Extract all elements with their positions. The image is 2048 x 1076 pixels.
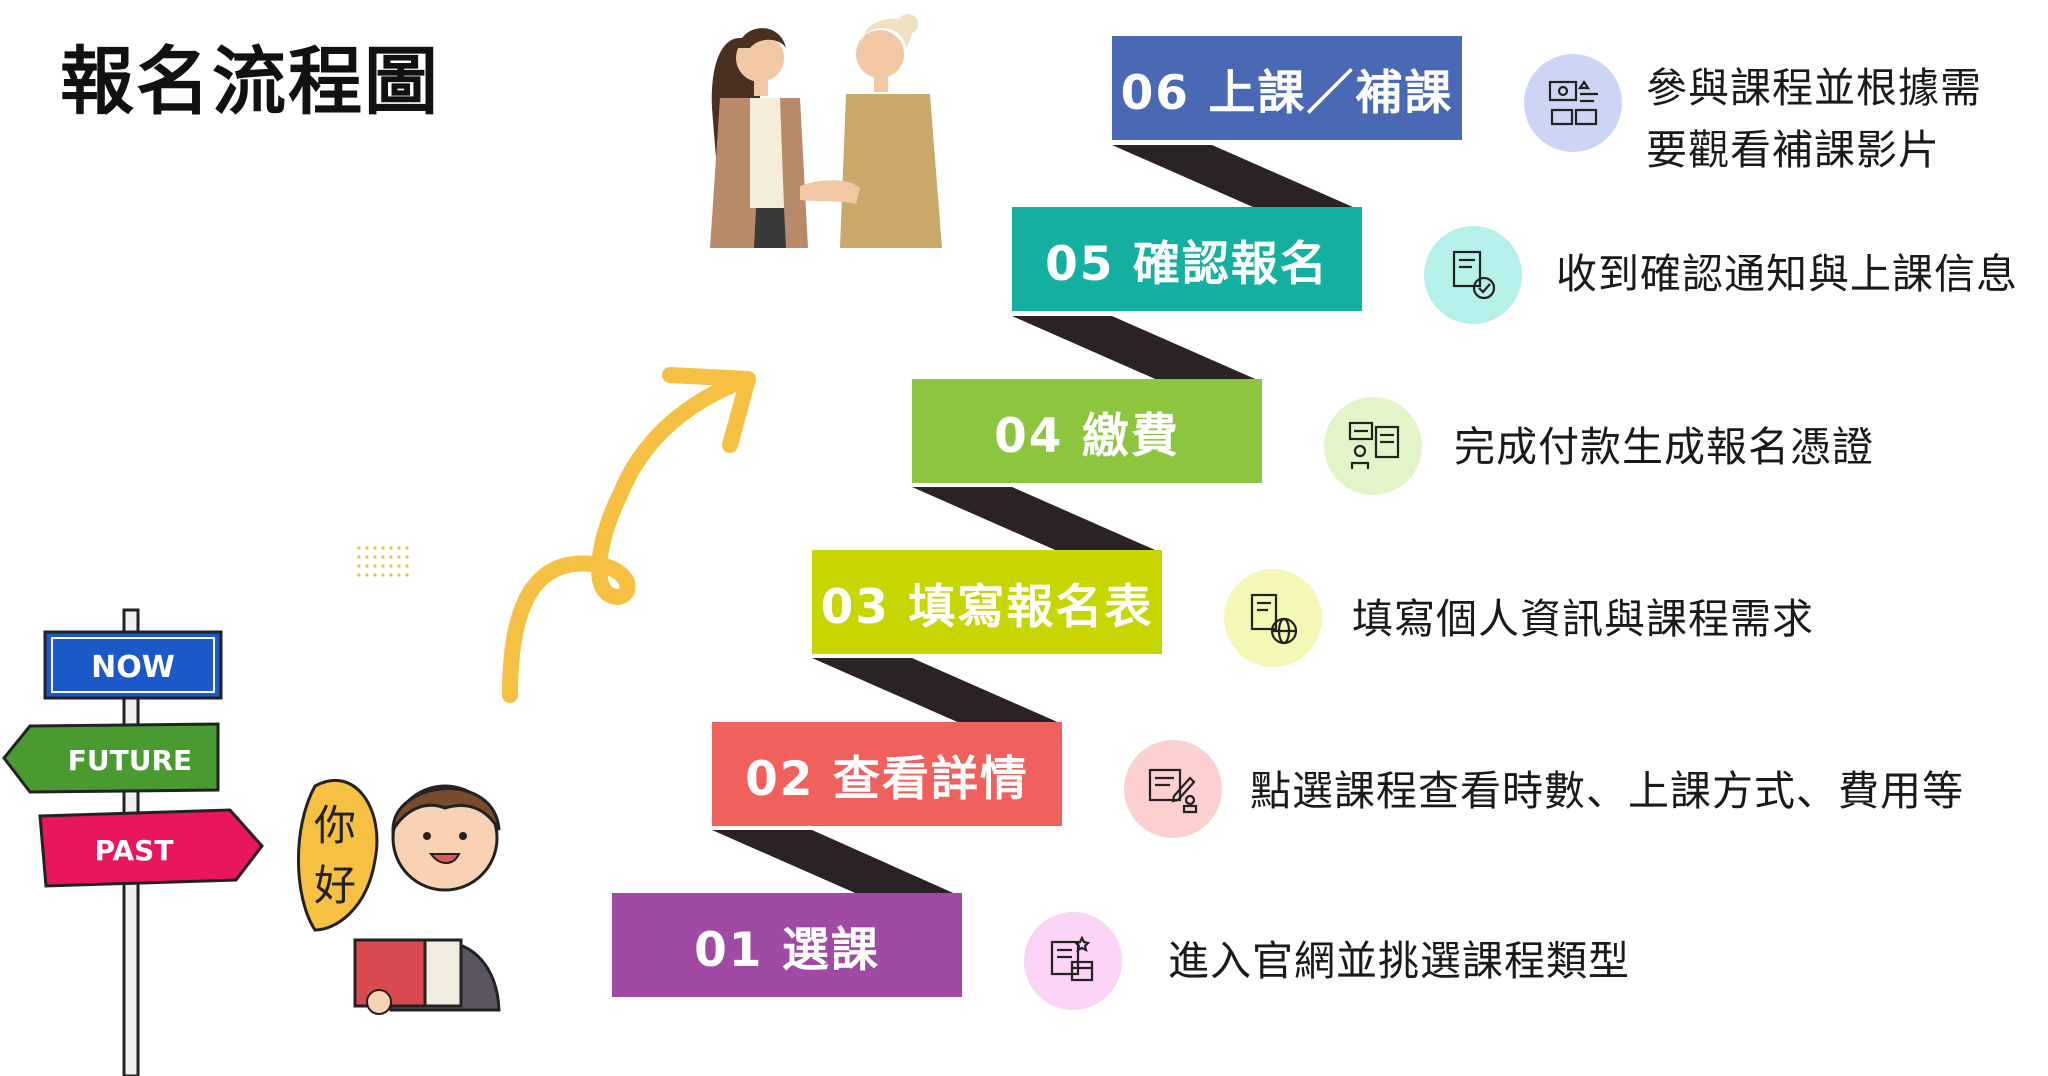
stair-connector-2-3 [812,658,1062,724]
step-3-bar: 03 填寫報名表 [812,550,1162,654]
step-2-label: 02 查看詳情 [745,751,1029,807]
signpost-future-text: FUTURE [68,744,192,777]
signpost-now-text: NOW [91,650,175,685]
step-4-bar: 04 繳費 [912,379,1262,483]
online-class-icon [1548,80,1598,126]
women-handshake-illustration [710,14,942,248]
step-1-icon [1024,912,1122,1010]
step-6-icon [1524,54,1622,152]
step-2-icon [1124,740,1222,838]
payment-exchange-icon [1348,421,1400,469]
step-6-description-line-2: 要觀看補課影片 [1646,126,1940,174]
curved-arrow-icon [502,367,756,703]
speech-bubble-text-1: 你 [314,801,356,850]
step-5-description: 收到確認通知與上課信息 [1556,250,2018,298]
boy-greeting-illustration: 你 好 [296,778,501,1015]
step-6-bar: 06 上課／補課 [1112,36,1462,140]
step-4-label: 04 繳費 [994,408,1180,464]
document-check-icon [1452,250,1496,300]
step-3-label: 03 填寫報名表 [820,579,1154,635]
signpost-now-sign: NOW [43,630,223,700]
step-6-description: 參與課程並根據需 要觀看補課影片 [1646,57,1982,181]
signpost-future-sign: FUTURE [2,722,220,794]
step-1-bar: 01 選課 [612,893,962,997]
document-edit-user-icon [1148,768,1198,814]
signpost-past-sign: PAST [38,808,264,888]
speech-bubble-text-2: 好 [314,861,356,910]
step-1-label: 01 選課 [694,922,880,978]
signpost-past-text: PAST [95,834,174,867]
step-1-description: 進入官網並挑選課程類型 [1168,937,1630,985]
page-title: 報名流程圖 [60,39,440,125]
step-2-description: 點選課程查看時數、上課方式、費用等 [1250,767,1964,815]
stair-connector-1-2 [712,830,960,896]
step-4-description: 完成付款生成報名憑證 [1454,423,1874,471]
dot-grid-decoration [357,546,409,577]
step-5-label: 05 確認報名 [1045,236,1329,292]
document-box-icon [1050,935,1094,982]
step-6-description-line-1: 參與課程並根據需 [1646,64,1982,112]
stair-connector-3-4 [912,487,1162,553]
direction-signpost-illustration: NOW FUTURE PAST [2,608,264,1076]
step-3-description: 填寫個人資訊與課程需求 [1352,595,1814,643]
step-2-bar: 02 查看詳情 [712,722,1062,826]
step-6-label: 06 上課／補課 [1120,65,1454,121]
stair-connector-5-6 [1112,145,1362,211]
document-globe-icon [1250,593,1298,645]
step-3-icon [1224,569,1322,667]
step-5-icon [1424,226,1522,324]
stair-connector-4-5 [1012,316,1262,382]
step-5-bar: 05 確認報名 [1012,207,1362,311]
step-4-icon [1324,397,1422,495]
